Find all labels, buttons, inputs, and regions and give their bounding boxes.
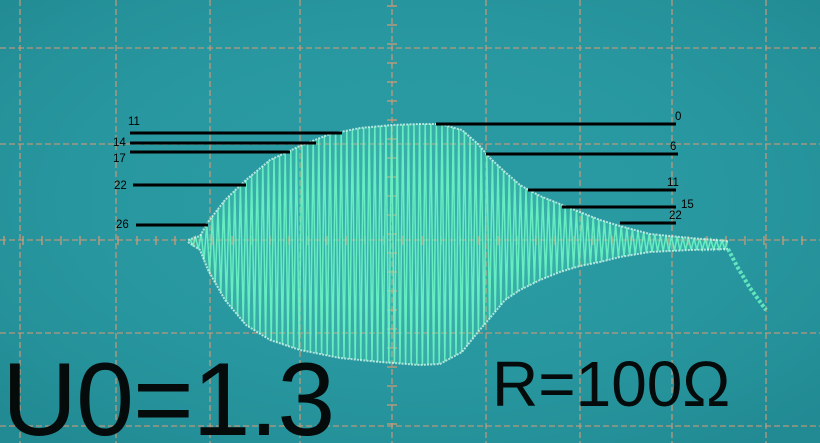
left-annotation-label: 26	[116, 219, 129, 231]
left-annotation-label: 11	[128, 116, 140, 128]
resistance-caption: R=100Ω	[492, 348, 731, 420]
right-annotation-label: 11	[667, 177, 679, 189]
left-annotation-label: 22	[114, 180, 127, 192]
voltage-caption: U0=1.3	[2, 342, 335, 443]
trace-upper-envelope	[187, 123, 729, 242]
right-annotation-label: 22	[669, 210, 682, 222]
right-annotation-label: 6	[670, 141, 676, 153]
left-annotation-label: 17	[113, 153, 126, 165]
right-annotation-label: 0	[675, 111, 681, 123]
trace-lower-envelope	[187, 241, 729, 367]
left-annotation-label: 14	[113, 137, 126, 149]
trace-tail	[726, 248, 768, 312]
right-annotation-label: 15	[681, 199, 694, 211]
signal-trace	[187, 123, 768, 367]
